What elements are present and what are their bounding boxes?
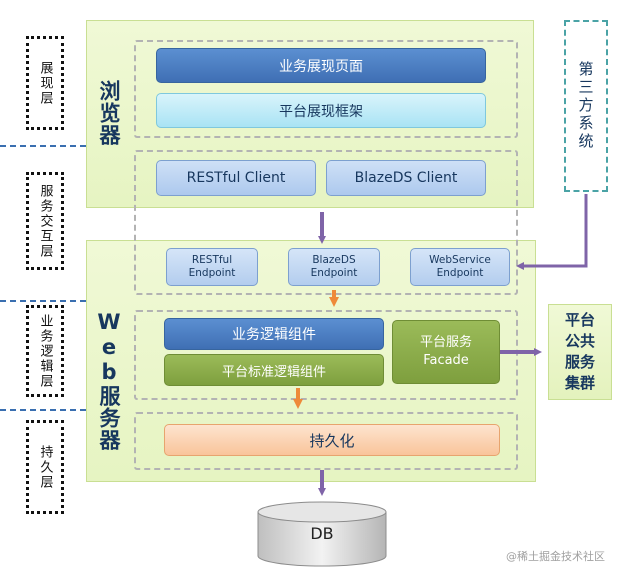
cluster-line4: 集群 <box>564 374 595 392</box>
webservice-endpoint-line2: Endpoint <box>436 267 484 279</box>
platform-framework-box: 平台展现框架 <box>156 93 486 128</box>
layer-divider-2 <box>0 300 86 302</box>
facade-line1: 平台服务 <box>419 335 472 350</box>
web-server-title: Web服务器 <box>97 310 121 451</box>
restful-endpoint-line2: Endpoint <box>188 267 236 279</box>
layer-label-service-interaction: 服务交互层 <box>26 172 64 270</box>
browser-title: 浏览器 <box>97 80 121 146</box>
persistence-group <box>134 412 518 470</box>
platform-standard-logic-box: 平台标准逻辑组件 <box>164 354 384 386</box>
db-label: DB <box>310 524 334 543</box>
business-page-box: 业务展现页面 <box>156 48 486 83</box>
public-service-cluster-box: 平台 公共 服务 集群 <box>548 304 612 400</box>
facade-line2: Facade <box>423 353 469 368</box>
platform-service-facade-box: 平台服务 Facade <box>392 320 500 384</box>
blazeds-endpoint-line2: Endpoint <box>310 267 358 279</box>
cluster-line3: 服务 <box>564 353 595 371</box>
restful-endpoint-line1: RESTful <box>191 254 233 266</box>
watermark: @稀土掘金技术社区 <box>506 550 605 563</box>
restful-endpoint-box: RESTful Endpoint <box>166 248 258 286</box>
webservice-endpoint-line1: WebService <box>429 254 491 266</box>
business-logic-group <box>134 310 518 400</box>
layer-label-business-logic: 业务逻辑层 <box>26 305 64 397</box>
webservice-endpoint-box: WebService Endpoint <box>410 248 510 286</box>
cluster-line1: 平台 <box>564 311 595 329</box>
browser-page-group <box>134 40 518 138</box>
layer-divider-3 <box>0 409 86 411</box>
service-interaction-group <box>134 150 518 295</box>
persistence-box: 持久化 <box>164 424 500 456</box>
restful-client-box: RESTful Client <box>156 160 316 196</box>
layer-divider-1 <box>0 145 86 147</box>
layer-label-persistence: 持久层 <box>26 420 64 514</box>
business-logic-component-box: 业务逻辑组件 <box>164 318 384 350</box>
blazeds-client-box: BlazeDS Client <box>326 160 486 196</box>
third-party-system-box: 第三方系统 <box>564 20 608 192</box>
cluster-line2: 公共 <box>564 332 595 350</box>
blazeds-endpoint-box: BlazeDS Endpoint <box>288 248 380 286</box>
layer-label-presentation: 展现层 <box>26 36 64 130</box>
blazeds-endpoint-line1: BlazeDS <box>312 254 356 266</box>
